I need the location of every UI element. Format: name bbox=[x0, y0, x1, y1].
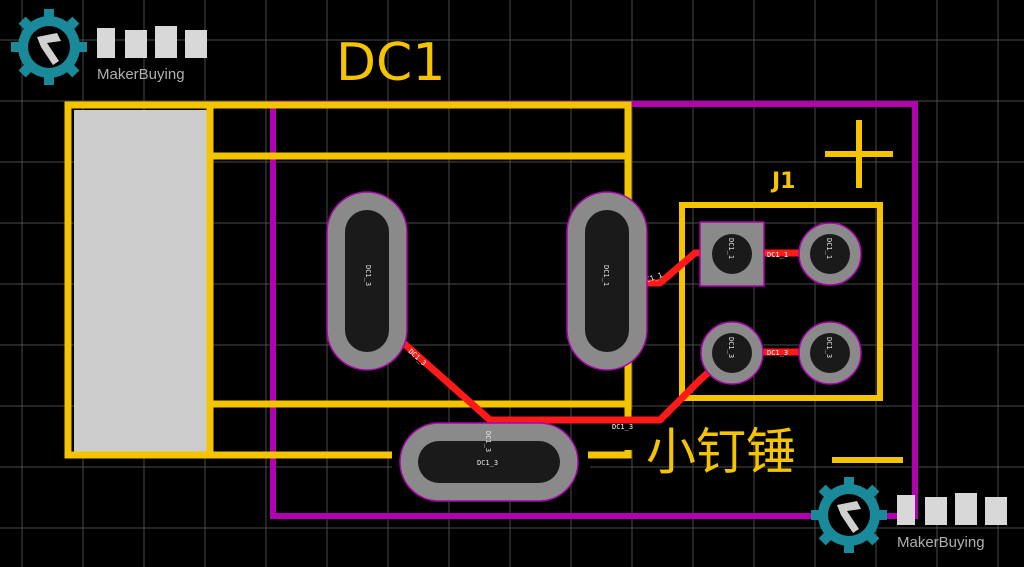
net-label-dc1-1-b: DC1_1 bbox=[767, 251, 788, 259]
plus-symbol bbox=[825, 120, 893, 188]
pad-dc1-3-left[interactable]: DC1_3 bbox=[326, 191, 408, 371]
pad-label-j1-tr: DC1_1 bbox=[825, 238, 833, 259]
gear-hammer-icon bbox=[811, 477, 887, 553]
net-label-dc1-3-c: DC1_3 bbox=[767, 349, 788, 357]
pad-j1-bottom-left[interactable]: DC1_3 bbox=[700, 321, 764, 385]
pad-dc1-1-right[interactable]: DC1_1 bbox=[566, 191, 648, 371]
pad-label-right: DC1_1 bbox=[602, 265, 610, 286]
logo-brand-name: MakerBuying bbox=[97, 66, 185, 83]
logo-bottom-right: MakerBuying bbox=[811, 477, 1007, 553]
chinese-label: 小钉锤 bbox=[646, 423, 796, 481]
pad-label-j1-bl: DC1_3 bbox=[727, 337, 735, 358]
logo-top-left: MakerBuying bbox=[11, 9, 207, 85]
designator-dc1: DC1 bbox=[336, 33, 445, 93]
pad-j1-square[interactable]: DC1_1 bbox=[699, 221, 765, 287]
pad-label-j1-square: DC1_1 bbox=[727, 238, 735, 259]
pad-dc1-3-bottom[interactable]: DC1_3 DC1_3 bbox=[399, 422, 579, 502]
net-label-dc1-3-b: DC1_3 bbox=[612, 423, 633, 431]
dc-jack-body bbox=[74, 110, 210, 455]
logo-wordmark-blocks bbox=[897, 493, 1007, 525]
pad-label-j1-br: DC1_3 bbox=[825, 337, 833, 358]
j1-silkscreen-outline bbox=[679, 202, 883, 401]
pad-j1-top-right[interactable]: DC1_1 bbox=[798, 222, 862, 286]
pad-label-left: DC1_3 bbox=[364, 265, 372, 286]
designator-j1: J1 bbox=[770, 169, 796, 194]
logo-wordmark-blocks bbox=[97, 26, 207, 58]
pad-label-bottom-a: DC1_3 bbox=[484, 431, 492, 452]
gear-hammer-icon bbox=[11, 9, 87, 85]
pad-label-bottom-b: DC1_3 bbox=[477, 459, 498, 467]
logo-brand-name: MakerBuying bbox=[897, 534, 985, 551]
pad-j1-bottom-right[interactable]: DC1_3 bbox=[798, 321, 862, 385]
